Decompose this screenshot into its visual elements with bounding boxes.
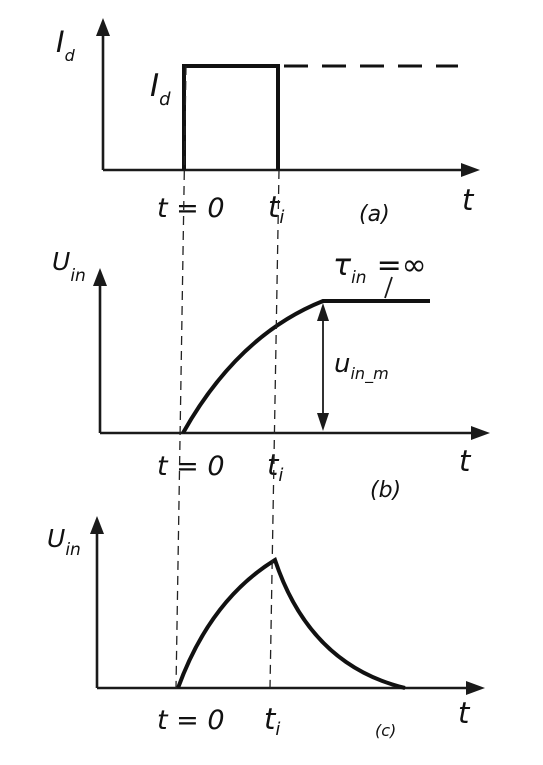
panel-c-caption: (c) bbox=[375, 721, 396, 740]
panel-a-tick-ti: ti bbox=[268, 190, 284, 228]
panel-b-x-arrowhead bbox=[471, 426, 490, 440]
panel-c-x-label: t bbox=[458, 696, 471, 730]
panel-a-x-arrowhead bbox=[461, 163, 480, 177]
panel-b-x-label: t bbox=[459, 444, 472, 478]
panel-a-tick-zero: t = 0 bbox=[157, 193, 225, 224]
amplitude-arrow-bottom bbox=[317, 413, 329, 431]
panel-c-y-arrowhead bbox=[90, 516, 104, 534]
time-constant-label: τin=∞ bbox=[333, 248, 427, 288]
current-pulse bbox=[182, 64, 280, 170]
amplitude-arrow-top bbox=[317, 303, 329, 321]
panel-b-tick-ti: ti bbox=[267, 448, 283, 486]
panel-c-tick-zero: t = 0 bbox=[157, 705, 225, 736]
panel-c-tick-ti: ti bbox=[264, 702, 280, 740]
time-guides bbox=[175, 65, 280, 689]
panel-b-y-arrowhead bbox=[93, 268, 107, 286]
panel-c: Uin t = 0 ti t (c) bbox=[47, 516, 485, 740]
panel-a-caption: (a) bbox=[359, 202, 390, 227]
panel-a-y-arrowhead bbox=[96, 18, 110, 36]
tau-leader-line bbox=[384, 276, 393, 299]
panel-b: Uin τin=∞ uin_m t = 0 ti t (b) bbox=[52, 247, 490, 503]
amplitude-label: uin_m bbox=[334, 349, 389, 384]
panel-b-caption: (b) bbox=[370, 478, 401, 503]
panel-b-y-label: Uin bbox=[52, 247, 86, 286]
panel-c-y-label: Uin bbox=[47, 524, 81, 560]
panel-a: Id Id t = 0 ti t (a) bbox=[56, 18, 480, 228]
panel-a-y-label: Id bbox=[56, 25, 76, 65]
pulse-level-label: Id bbox=[150, 68, 171, 110]
pulse-response-curve bbox=[176, 556, 406, 690]
panel-b-tick-zero: t = 0 bbox=[157, 451, 225, 482]
t-i-guide-line bbox=[269, 169, 280, 689]
panel-c-x-arrowhead bbox=[466, 681, 485, 695]
charging-curve bbox=[181, 299, 430, 434]
panel-a-x-label: t bbox=[462, 183, 475, 217]
t-zero-guide-line bbox=[175, 65, 187, 689]
